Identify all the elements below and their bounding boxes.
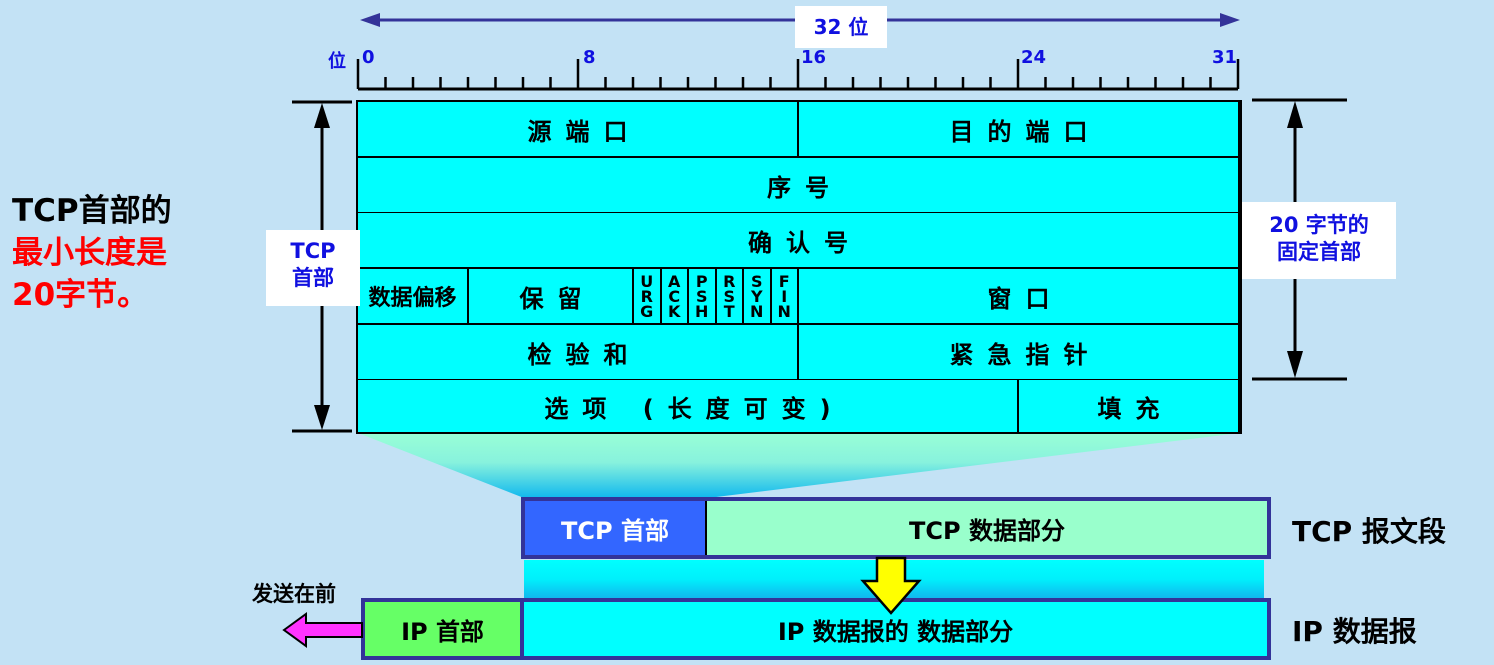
flag-letter: R	[723, 271, 736, 291]
datagram-ip-data: IP 数据报的 数据部分	[524, 602, 1267, 656]
header-field-label: 目的端口	[949, 117, 1102, 146]
header-field-label: 序号	[767, 173, 843, 202]
header-field: 窗口	[799, 269, 1238, 323]
flag-letter: S	[723, 286, 736, 306]
flag-letter: N	[750, 301, 764, 321]
header-field: 紧急指针	[799, 325, 1238, 379]
segment-divider	[705, 501, 707, 555]
summary-line1: TCP首部的	[12, 193, 172, 229]
bit-unit-label: 位	[328, 51, 346, 72]
summary-line3: 20字节。	[12, 277, 149, 313]
header-field-label: 紧急指针	[949, 340, 1102, 369]
fixed-header-height-arrow	[1252, 98, 1347, 381]
header-field-label: 确认号	[748, 228, 862, 257]
tcp-segment: TCP 首部 TCP 数据部分	[521, 497, 1271, 559]
header-field: 序号	[358, 158, 1238, 212]
send-direction-arrow	[282, 612, 363, 648]
header-field: 数据偏移	[358, 269, 467, 323]
tick-label-16: 16	[801, 47, 827, 68]
flag-letter: I	[781, 286, 788, 306]
header-field: 目的端口	[799, 102, 1238, 156]
flag-letter: A	[668, 271, 681, 291]
summary-line2: 最小长度是	[12, 235, 167, 271]
header-field: 保留	[469, 269, 632, 323]
header-field: 选项 (长度可变)	[358, 380, 1017, 432]
flag-letter: G	[640, 301, 654, 321]
tick-label-31: 31	[1212, 47, 1238, 68]
tcp-header-label: TCP 首部	[266, 230, 360, 306]
width-label: 32 位	[795, 6, 887, 48]
flag-letter: T	[723, 301, 735, 321]
flag-letter: S	[695, 286, 708, 306]
fixed-header-label-line1: 20 字节的	[1269, 213, 1369, 237]
flag-letter: F	[778, 271, 790, 291]
summary-text: TCP首部的 最小长度是 20字节。	[12, 190, 172, 316]
segment-tcp-data: TCP 数据部分	[707, 501, 1267, 555]
bit-ruler	[356, 59, 1240, 91]
header-field: 确认号	[358, 213, 1238, 267]
tick-label-0: 0	[362, 47, 375, 68]
flag-letter: K	[668, 301, 681, 321]
flag-letter: S	[750, 271, 763, 291]
fixed-header-label: 20 字节的 固定首部	[1242, 202, 1396, 279]
ip-datagram: IP 首部 IP 数据报的 数据部分	[361, 598, 1271, 660]
ip-datagram-label: IP 数据报	[1292, 615, 1417, 648]
flag-letter: C	[668, 286, 681, 306]
flag-letter: P	[695, 271, 708, 291]
tick-label-24: 24	[1021, 47, 1047, 68]
header-field: 检验和	[358, 325, 797, 379]
header-field: 源端口	[358, 102, 797, 156]
flag-letter: Y	[750, 286, 763, 306]
tick-label-8: 8	[583, 47, 596, 68]
tcp-segment-label: TCP 报文段	[1292, 515, 1446, 548]
send-first-label: 发送在前	[252, 582, 336, 606]
fixed-header-label-line2: 固定首部	[1277, 240, 1361, 264]
encapsulate-down-arrow	[860, 556, 922, 615]
flag-letter: H	[695, 301, 709, 321]
header-field: 填充	[1019, 380, 1238, 432]
segment-tcp-header: TCP 首部	[525, 501, 705, 555]
header-field-label: 源端口	[527, 117, 642, 146]
header-field-label: 选项 (长度可变)	[544, 394, 845, 423]
header-field-label: 填充	[1097, 394, 1174, 423]
header-field-label: 检验和	[527, 340, 642, 369]
datagram-ip-header: IP 首部	[365, 602, 520, 656]
flag-letter: N	[777, 301, 791, 321]
header-field-label: 保留	[519, 284, 596, 313]
flag-letter: U	[640, 271, 654, 291]
header-field-label: 窗口	[987, 284, 1064, 313]
header-field-label: 数据偏移	[368, 286, 457, 311]
expansion-trapezoid	[358, 433, 1240, 498]
flag-letter: R	[640, 286, 653, 306]
